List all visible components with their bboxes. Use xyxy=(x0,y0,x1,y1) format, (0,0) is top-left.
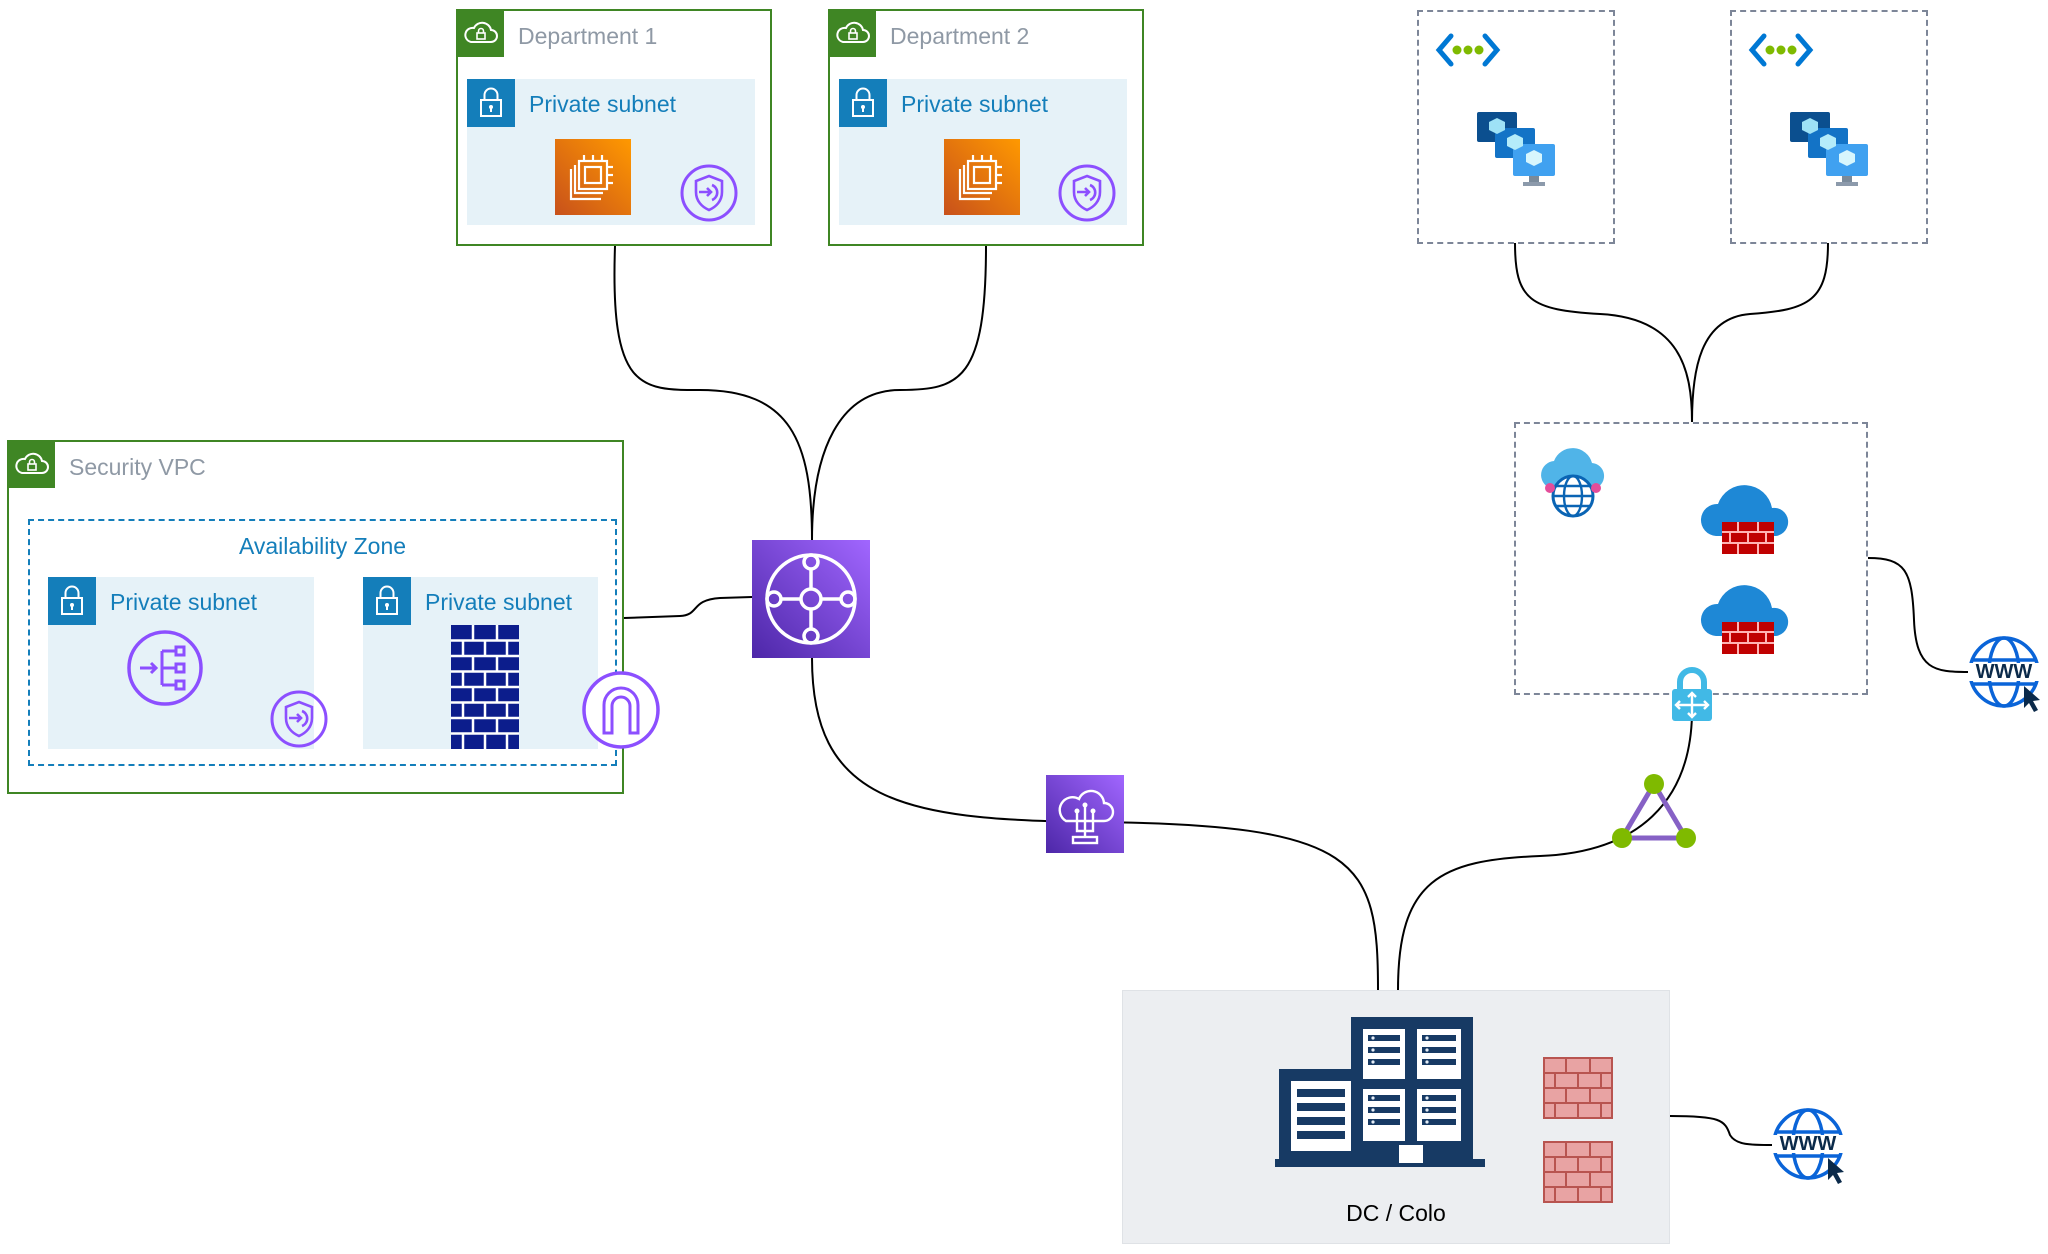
department-1-private-subnet: Private subnet xyxy=(467,79,755,225)
connector-dept2-to-tgw xyxy=(811,245,987,541)
department-2-vpc: Department 2 Private subnet xyxy=(828,9,1144,246)
security-vpc-title: Security VPC xyxy=(69,454,206,480)
connector-dc-to-expressroute xyxy=(1397,714,1693,991)
vpc-endpoint-icon xyxy=(269,689,329,749)
azure-vpn-gateway-icon xyxy=(1668,665,1716,725)
security-subnet-1-title: Private subnet xyxy=(110,589,258,615)
www-globe-icon: WWW xyxy=(1770,1104,1848,1186)
department-1-vpc: Department 1 Private subnet xyxy=(456,9,772,246)
www-globe-icon: WWW xyxy=(1966,632,2044,714)
dc-colo: DC / Colo xyxy=(1122,990,1670,1244)
department-2-subnet-title: Private subnet xyxy=(901,91,1049,117)
vpc-cloud-icon xyxy=(458,11,504,57)
connector-dc-to-internet xyxy=(1669,1115,1773,1146)
department-2-title: Department 2 xyxy=(890,23,1030,49)
azure-virtual-wan-icon xyxy=(1532,440,1614,522)
vpc-endpoint-icon xyxy=(679,163,739,223)
vpc-cloud-icon xyxy=(830,11,876,57)
gateway-load-balancer-icon xyxy=(126,629,204,707)
availability-zone: Availability Zone Private subnet Private… xyxy=(28,519,660,766)
brick-firewall-icon xyxy=(1543,1057,1613,1119)
network-firewall-icon xyxy=(451,625,519,749)
svg-text:WWW: WWW xyxy=(1780,1133,1837,1155)
security-private-subnet-1: Private subnet xyxy=(48,577,328,749)
azure-virtual-machines-icon xyxy=(1475,108,1557,190)
availability-zone-title: Availability Zone xyxy=(238,533,407,559)
ec2-instance-icon xyxy=(944,139,1020,215)
azure-expressroute-icon xyxy=(1610,772,1698,852)
padlock-icon xyxy=(363,577,411,625)
padlock-icon xyxy=(839,79,887,127)
azure-vnet-2 xyxy=(1730,10,1928,244)
security-private-subnet-2: Private subnet xyxy=(363,577,598,749)
connector-security-to-tgw xyxy=(623,596,753,619)
connector-vwan-to-internet xyxy=(1867,557,1969,673)
datacenter-building-icon xyxy=(1275,1017,1485,1167)
department-1-title: Department 1 xyxy=(518,23,658,49)
vpc-endpoint-icon xyxy=(1057,163,1117,223)
padlock-icon xyxy=(467,79,515,127)
padlock-icon xyxy=(48,577,96,625)
direct-connect-icon xyxy=(1046,775,1124,853)
azure-vnet-icon xyxy=(1435,30,1501,70)
connector-vnet1-to-vwan xyxy=(1514,242,1693,423)
internet-gateway-icon xyxy=(582,671,660,749)
connector-vnet2-to-vwan xyxy=(1691,242,1829,423)
azure-firewall-icon xyxy=(1698,478,1794,560)
dc-colo-label: DC / Colo xyxy=(1346,1200,1446,1226)
azure-virtual-machines-icon xyxy=(1788,108,1870,190)
azure-virtual-wan-hub xyxy=(1514,422,1868,695)
department-1-subnet-title: Private subnet xyxy=(529,91,677,117)
azure-vnet-icon xyxy=(1748,30,1814,70)
azure-vnet-1 xyxy=(1417,10,1615,244)
brick-firewall-icon xyxy=(1543,1141,1613,1203)
security-subnet-2-title: Private subnet xyxy=(425,589,573,615)
department-2-private-subnet: Private subnet xyxy=(839,79,1127,225)
security-vpc: Security VPC Availability Zone Private s… xyxy=(7,440,660,794)
transit-gateway-icon xyxy=(752,540,870,658)
svg-text:WWW: WWW xyxy=(1976,661,2033,683)
vpc-cloud-icon xyxy=(9,442,55,488)
ec2-instance-icon xyxy=(555,139,631,215)
connector-dept1-to-tgw xyxy=(613,245,813,541)
azure-firewall-icon xyxy=(1698,578,1794,660)
